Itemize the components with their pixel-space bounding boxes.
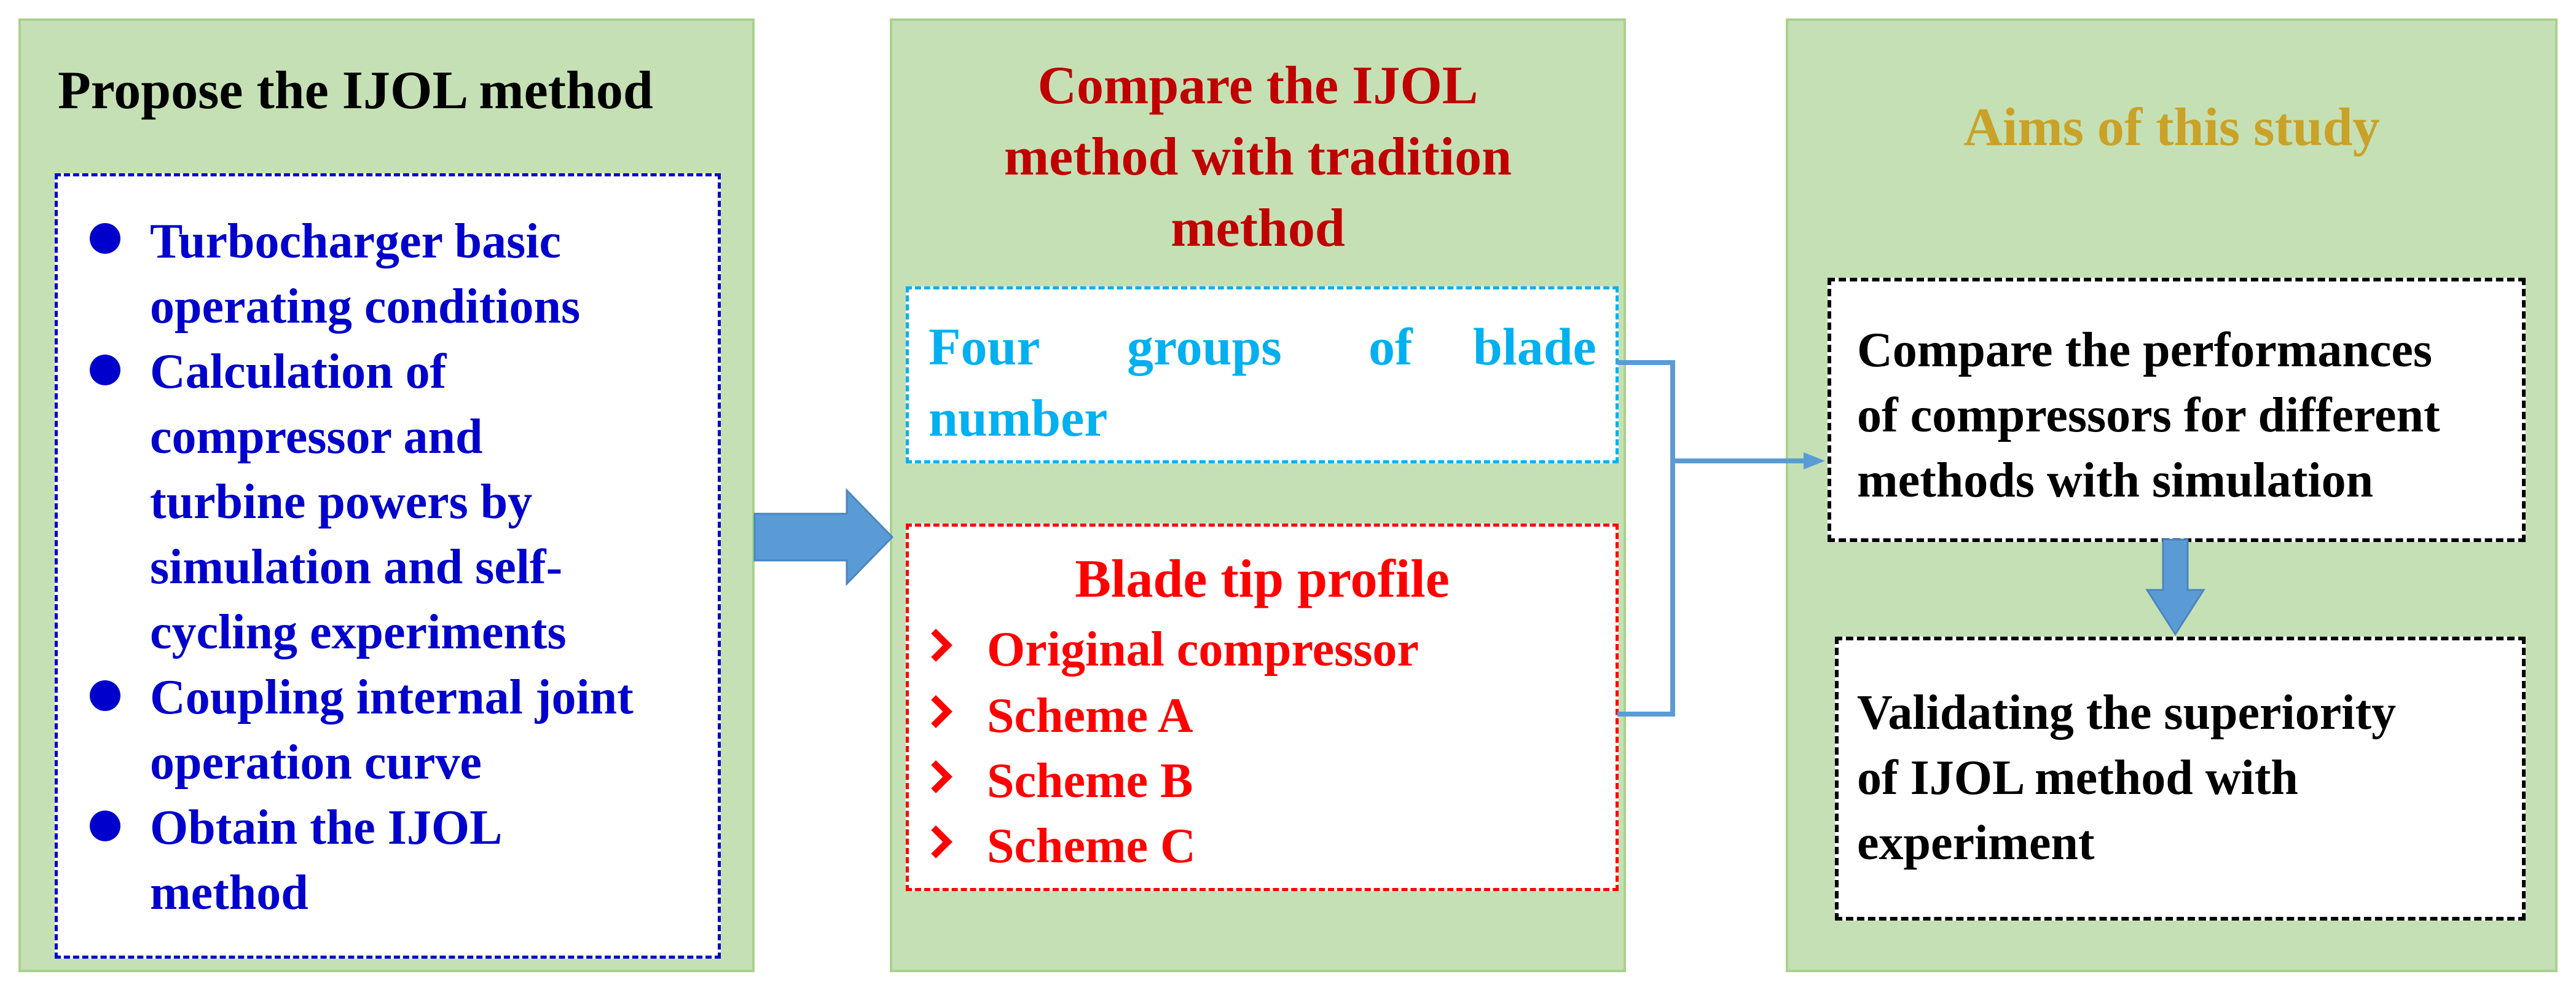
bracket-connector — [1617, 360, 1675, 717]
down-arrow-icon — [2145, 538, 2205, 636]
blade-number-word-of: of — [1368, 317, 1413, 376]
middle-panel-title-line-2: method with tradition — [1003, 127, 1512, 187]
step-1-line-1: Turbocharger basic — [150, 214, 561, 269]
blade-tip-profile-box: Blade tip profile Original compressor Sc… — [906, 524, 1619, 891]
compare-line-2: of compressors for different — [1857, 388, 2440, 442]
arrow-head-icon — [1804, 452, 1825, 469]
tip-profile-item-scheme-b: Scheme B — [987, 754, 1193, 808]
step-2-line-4: simulation and self- — [150, 540, 563, 594]
bullet-icon — [90, 355, 120, 385]
bullet-icon — [90, 680, 120, 711]
step-4-line-1: Obtain the IJOL — [150, 801, 503, 855]
blade-number-line-2: number — [929, 388, 1108, 447]
validate-line-2: of IJOL method with — [1857, 751, 2298, 805]
compare-performances-box: Compare the performances of compressors … — [1828, 278, 2526, 542]
method-steps-box: Turbocharger basic operating conditions … — [55, 173, 721, 959]
validate-line-3: experiment — [1857, 816, 2095, 870]
blade-number-word-blade: blade — [1473, 317, 1596, 376]
block-arrow-icon — [753, 488, 894, 586]
bullet-icon — [90, 811, 120, 841]
left-panel: Propose the IJOL method Turbocharger bas… — [18, 18, 755, 972]
compare-line-1: Compare the performances — [1857, 323, 2433, 377]
blade-number-word-groups: groups — [1127, 317, 1282, 376]
step-1-line-2: operating conditions — [150, 280, 581, 334]
tip-profile-item-scheme-c: Scheme C — [987, 819, 1196, 873]
right-panel: Aims of this study Compare the performan… — [1786, 18, 2558, 972]
step-3-line-1: Coupling internal joint — [150, 670, 634, 725]
step-2-line-2: compressor and — [150, 410, 483, 464]
left-panel-title: Propose the IJOL method — [58, 61, 653, 120]
right-panel-title: Aims of this study — [1963, 98, 2380, 157]
blade-number-word-four: Four — [929, 317, 1040, 376]
step-2-line-1: Calculation of — [150, 345, 447, 399]
tip-profile-item-scheme-a: Scheme A — [987, 689, 1193, 743]
step-3-line-2: operation curve — [150, 736, 482, 790]
middle-panel-title-line-3: method — [1171, 198, 1345, 258]
step-4-line-2: method — [150, 866, 308, 920]
tip-profile-item-original: Original compressor — [987, 623, 1419, 677]
validate-line-1: Validating the superiority — [1857, 686, 2397, 740]
step-2-line-5: cycling experiments — [150, 605, 567, 659]
compare-line-3: methods with simulation — [1857, 454, 2374, 508]
middle-panel: Compare the IJOL method with tradition m… — [890, 18, 1626, 972]
middle-panel-title-line-1: Compare the IJOL — [1037, 56, 1478, 116]
blade-number-box: Four groups of blade number — [906, 286, 1619, 463]
validate-superiority-box: Validating the superiority of IJOL metho… — [1835, 637, 2526, 921]
bullet-icon — [90, 223, 120, 254]
step-2-line-3: turbine powers by — [150, 475, 533, 529]
blade-tip-profile-title: Blade tip profile — [1075, 549, 1450, 609]
